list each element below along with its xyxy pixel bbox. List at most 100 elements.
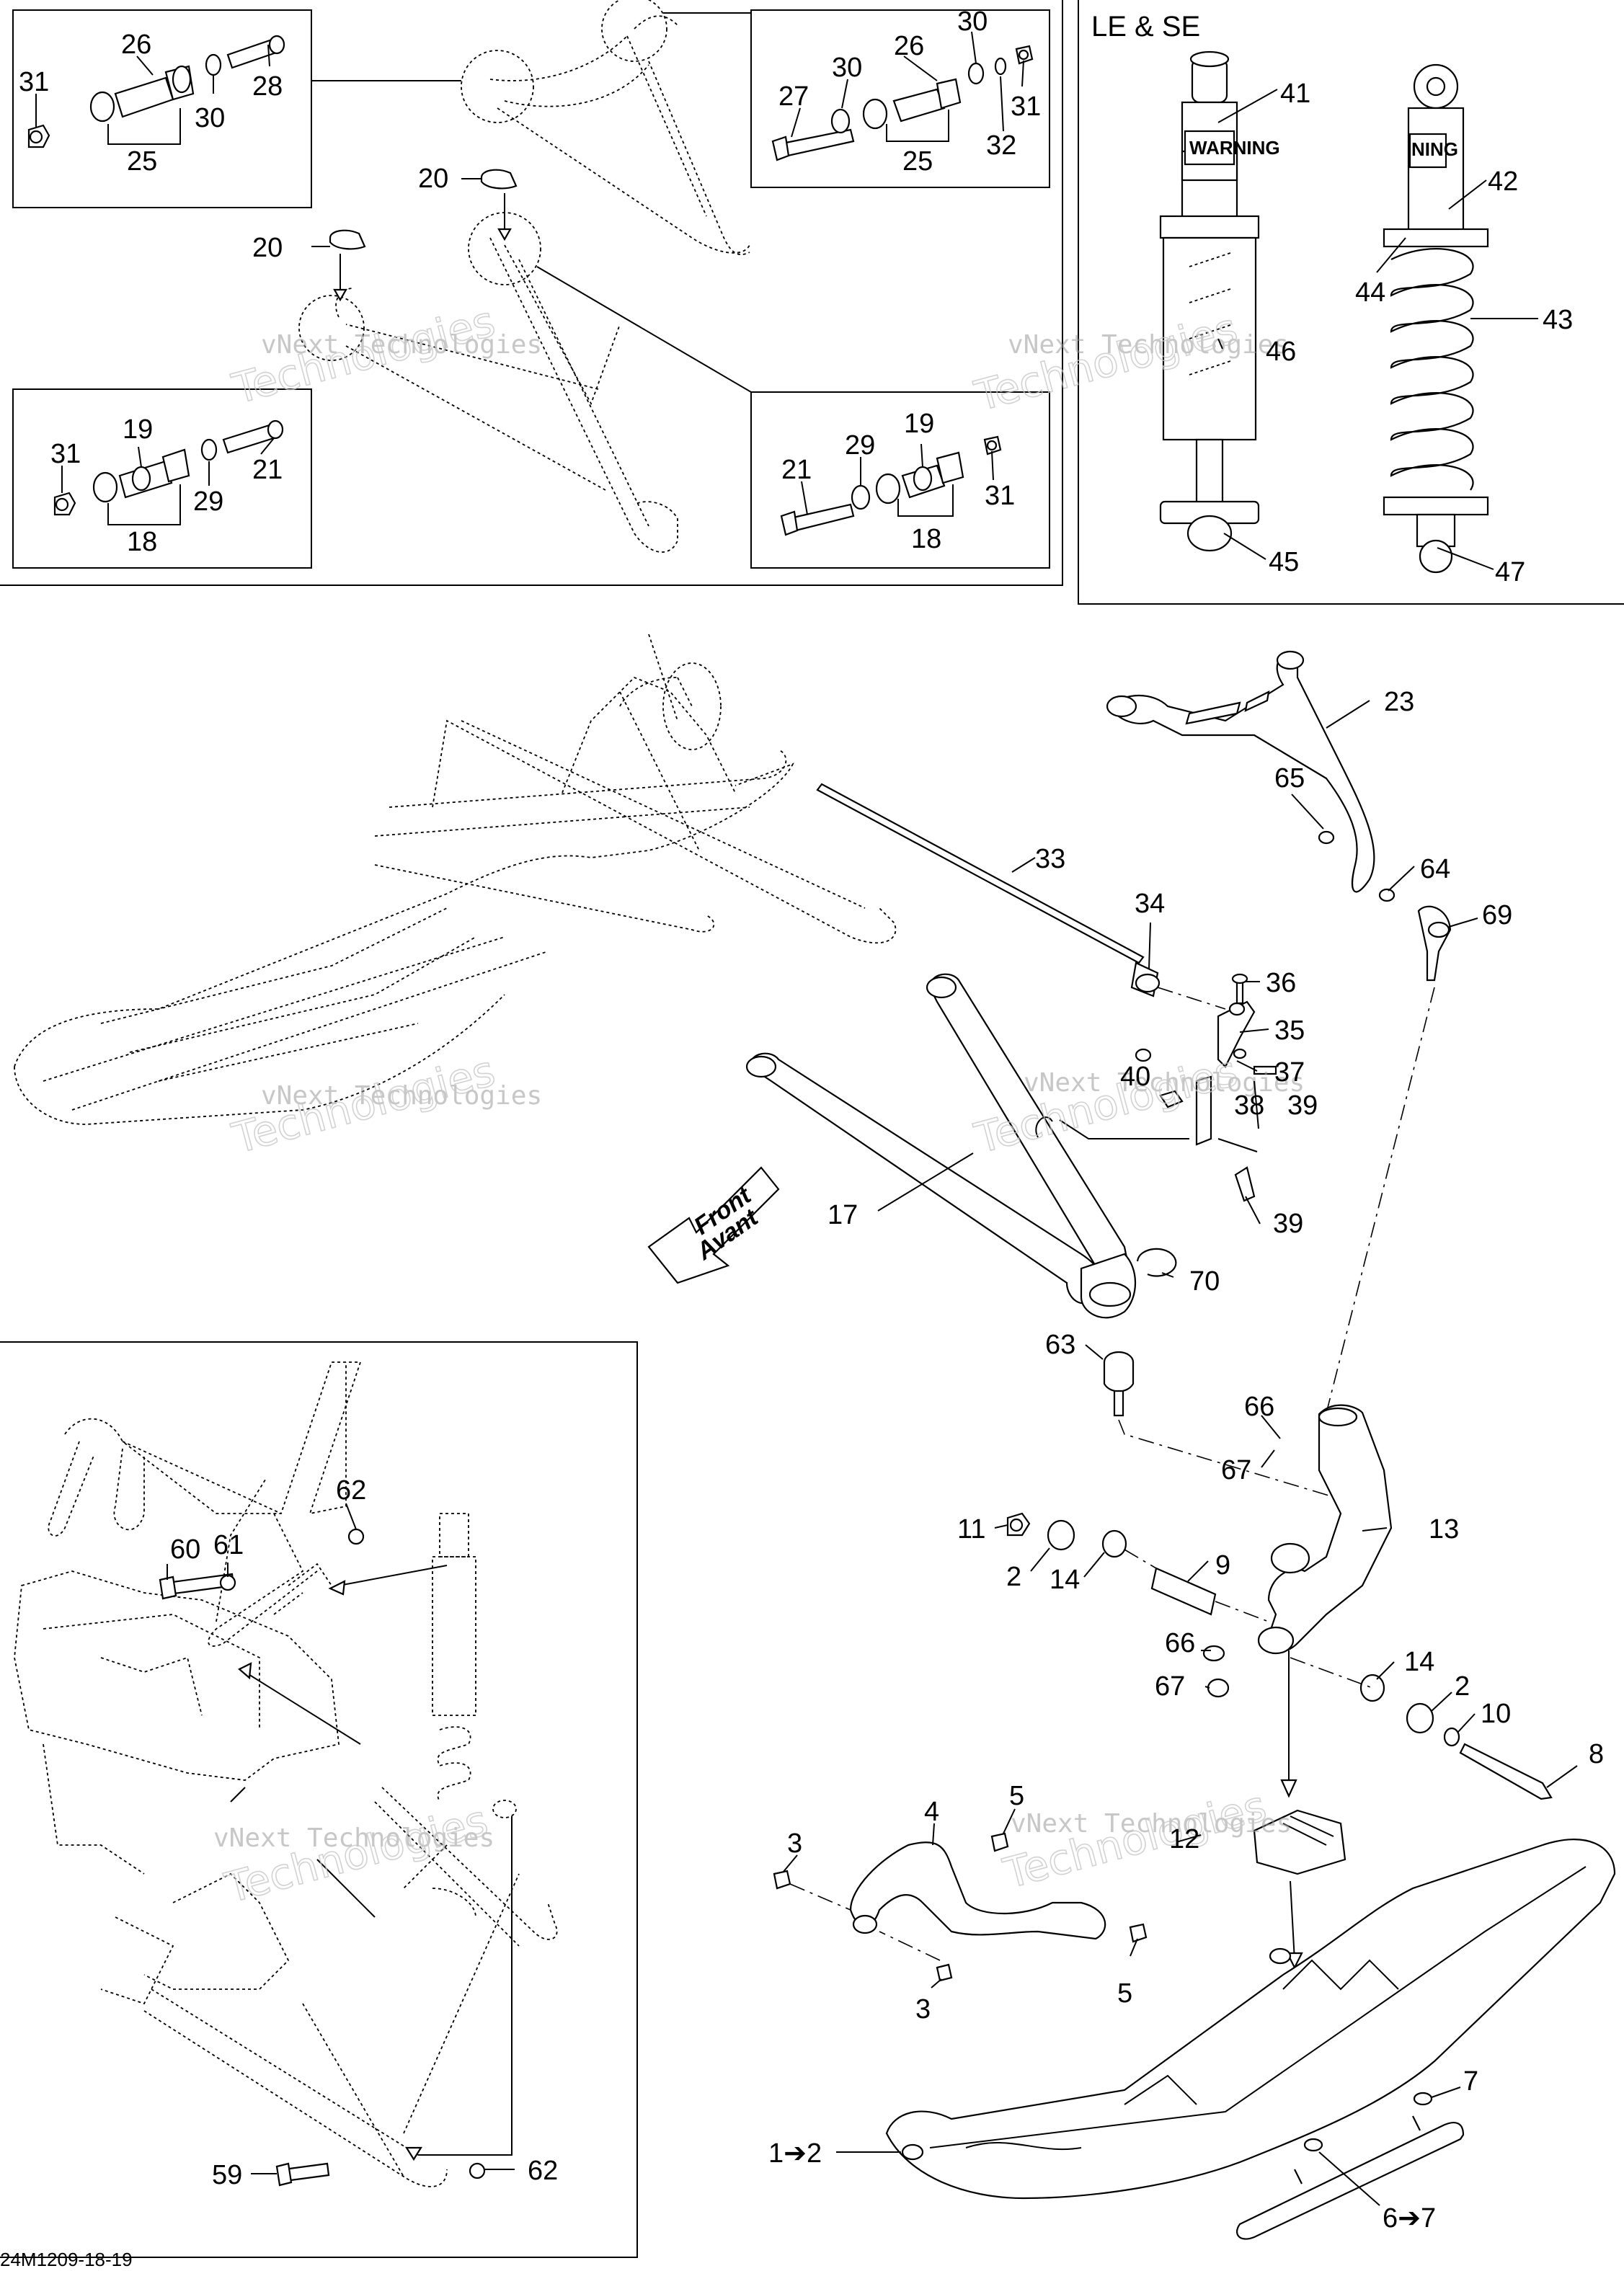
callout-label: 60 <box>170 1534 200 1565</box>
spacer-20-lower <box>311 229 366 302</box>
callout-label: 29 <box>193 486 223 517</box>
callout-label: 12 <box>1169 1824 1199 1854</box>
callout-label: 4 <box>924 1797 939 1827</box>
callout-label: 30 <box>957 6 988 37</box>
watermark-2: vNext Technologies <box>1008 330 1289 360</box>
callout-label: 64 <box>1420 854 1450 884</box>
callout-label: 70 <box>1189 1266 1220 1297</box>
spacer-20-upper <box>461 169 518 241</box>
callout-label: 32 <box>986 130 1016 161</box>
callout-label: 11 <box>957 1514 985 1545</box>
upper-ball-joint <box>1318 830 1452 982</box>
ski-1 <box>885 1839 1616 2200</box>
callout-label: 65 <box>1274 763 1305 794</box>
shock-absorber-right <box>1383 63 1489 574</box>
callout-label: 62 <box>528 2156 558 2186</box>
top-arm-assembly <box>298 0 752 553</box>
callout-label: 41 <box>1280 79 1310 109</box>
callout-label: 67 <box>1221 1455 1251 1485</box>
watermark-5b: Technologies <box>220 1795 492 1912</box>
callout-label: 37 <box>1274 1057 1305 1088</box>
callout-label: 3 <box>915 1994 931 2025</box>
drawing-reference: 24M1209-18-19 <box>0 2249 133 2270</box>
callout-label: 21 <box>252 455 283 485</box>
shock-inset: WARNING NING <box>1159 50 1489 574</box>
callout-label: 31 <box>985 481 1015 511</box>
callout-label: 19 <box>123 414 153 445</box>
callout-label: 66 <box>1165 1628 1195 1658</box>
callout-label: 30 <box>195 103 225 133</box>
warning-decal-partial <box>1408 133 1447 169</box>
watermark-3: vNext Technologies <box>261 1081 542 1111</box>
callout-label: 1➔2 <box>768 2138 822 2169</box>
spindle-bushing-kit-top <box>1006 1512 1269 1622</box>
warning-decal-text: WARNING <box>1189 137 1280 159</box>
callout-label: 18 <box>911 524 941 554</box>
bushing-kit-upper-rear <box>771 45 1034 161</box>
ski-assembly-reference <box>14 634 897 1125</box>
centerline-upper <box>1318 987 1435 1442</box>
callout-label: 17 <box>827 1200 858 1230</box>
callout-label: 29 <box>845 430 875 461</box>
bushing-box-bottom-right <box>750 391 1050 569</box>
callout-label: 43 <box>1543 305 1573 335</box>
ball-joint-63 <box>1103 1351 1135 1417</box>
callout-label: 30 <box>832 53 862 83</box>
callout-label: 13 <box>1429 1514 1459 1545</box>
callout-label: 5 <box>1009 1781 1024 1811</box>
variant-label: LE & SE <box>1091 11 1200 43</box>
callout-label: 3 <box>787 1828 802 1859</box>
callout-leaders <box>35 31 1578 2206</box>
bushing-box-top-right <box>750 9 1050 188</box>
callout-label: 61 <box>213 1530 244 1560</box>
callout-label: 62 <box>336 1475 366 1506</box>
front-direction-arrow: Front Avant <box>647 1166 780 1284</box>
spindle-bushing-kit-bottom <box>1202 1645 1553 1800</box>
bushing-kit-upper-front <box>27 35 285 148</box>
callout-label: 14 <box>1050 1565 1080 1595</box>
sway-bar-link-kit <box>1059 973 1277 1202</box>
shock-absorber-left <box>1159 50 1260 552</box>
callout-label: 45 <box>1269 547 1299 577</box>
callout-label: 26 <box>121 30 151 60</box>
watermark-5: vNext Technologies <box>213 1823 494 1853</box>
watermark-6: vNext Technologies <box>1011 1809 1292 1839</box>
callout-label: 42 <box>1488 166 1518 197</box>
watermark-4: vNext Technologies <box>1024 1068 1305 1098</box>
callout-label: 31 <box>19 67 49 97</box>
callout-label: 35 <box>1274 1015 1305 1046</box>
callout-labels: 31 26 28 30 25 20 20 30 26 30 27 31 32 2… <box>19 6 1604 2234</box>
watermark-1: vNext Technologies <box>261 330 542 360</box>
callout-label: 23 <box>1384 687 1414 717</box>
callout-label: 9 <box>1215 1550 1230 1581</box>
callout-label: 33 <box>1035 844 1065 874</box>
shock-inset-frame <box>1078 0 1624 605</box>
callout-label: 47 <box>1495 557 1525 587</box>
bushing-kit-lower-front <box>53 419 284 525</box>
callout-label: 38 <box>1234 1090 1264 1121</box>
sway-bar <box>816 783 1226 1010</box>
callout-label: 10 <box>1481 1699 1511 1729</box>
callout-label: 5 <box>1117 1978 1132 2009</box>
callout-label: 39 <box>1273 1209 1303 1239</box>
callout-label: 39 <box>1287 1090 1318 1121</box>
callout-label: 34 <box>1135 889 1165 919</box>
warning-decal <box>1184 130 1235 166</box>
callout-label: 63 <box>1045 1330 1075 1360</box>
callout-label: 20 <box>418 164 448 194</box>
callout-label: 25 <box>902 146 933 177</box>
watermark-6b: Technologies <box>998 1781 1271 1898</box>
lower-a-arm <box>745 973 1137 1319</box>
upper-a-arm <box>1106 650 1375 893</box>
callout-label: 20 <box>252 233 283 263</box>
callout-label: 28 <box>252 71 283 102</box>
chassis-inset <box>14 1361 558 2187</box>
callout-label: 40 <box>1120 1062 1150 1092</box>
callout-label: 36 <box>1266 968 1296 998</box>
callout-label: 7 <box>1463 2066 1478 2097</box>
watermarks: vNext Technologies Technologies vNext Te… <box>213 296 1305 1914</box>
callout-label: 66 <box>1244 1392 1274 1422</box>
centerline-lower <box>1118 1419 1341 1500</box>
